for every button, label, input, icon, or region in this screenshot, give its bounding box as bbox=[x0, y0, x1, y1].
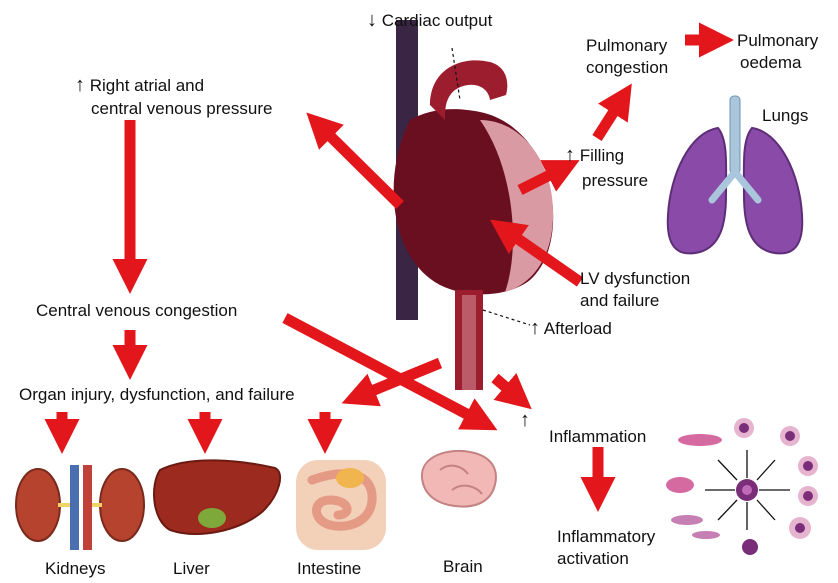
liver-label: Liver bbox=[173, 558, 210, 579]
pulmonary-congestion-label-2: congestion bbox=[586, 57, 668, 78]
right-atrial-pressure-label: ↑ Right atrial and bbox=[75, 75, 204, 96]
intestine-illustration bbox=[296, 460, 386, 550]
up-arrow-icon: ↑ bbox=[75, 74, 85, 96]
pulmonary-congestion-label-1: Pulmonary bbox=[586, 35, 667, 56]
kidneys-illustration bbox=[16, 465, 144, 550]
inflammatory-activation-label-1: Inflammatory bbox=[557, 526, 655, 547]
inflammatory-activation-label-2: activation bbox=[557, 548, 629, 569]
lv-dysfunction-label-2: and failure bbox=[580, 290, 659, 311]
inflammation-label: Inflammation bbox=[549, 426, 646, 447]
arrow-central-to-inflammation bbox=[285, 318, 478, 420]
lungs-label: Lungs bbox=[762, 105, 808, 126]
brain-label: Brain bbox=[443, 556, 483, 577]
arrow-heart-to-right-atrial bbox=[322, 128, 400, 205]
intestine-label: Intestine bbox=[297, 558, 361, 579]
pulmonary-oedema-label-2: oedema bbox=[740, 52, 801, 73]
arrow-heart-to-inflammation bbox=[495, 378, 515, 395]
central-venous-pressure-label: central venous pressure bbox=[91, 98, 272, 119]
lv-dysfunction-label-1: LV dysfunction bbox=[580, 268, 690, 289]
brain-illustration bbox=[422, 451, 496, 507]
afterload-label: ↑ Afterload bbox=[530, 318, 612, 339]
cardiac-output-label: ↓ Cardiac output bbox=[367, 10, 492, 31]
filling-pressure-label: ↑ Filling bbox=[565, 145, 624, 166]
filling-pressure-label-2: pressure bbox=[582, 170, 648, 191]
central-venous-congestion-label: Central venous congestion bbox=[36, 300, 237, 321]
up-arrow-icon: ↑ bbox=[565, 144, 575, 166]
up-arrow-icon: ↑ bbox=[520, 410, 530, 431]
up-arrow-icon: ↑ bbox=[530, 317, 540, 339]
arrow-filling-to-pulmonary bbox=[597, 102, 620, 138]
liver-illustration bbox=[154, 460, 280, 534]
pulmonary-oedema-label-1: Pulmonary bbox=[737, 30, 818, 51]
organ-injury-label: Organ injury, dysfunction, and failure bbox=[19, 384, 295, 405]
inflammation-cells bbox=[666, 418, 818, 555]
kidneys-label: Kidneys bbox=[45, 558, 105, 579]
down-arrow-icon: ↓ bbox=[367, 9, 377, 31]
